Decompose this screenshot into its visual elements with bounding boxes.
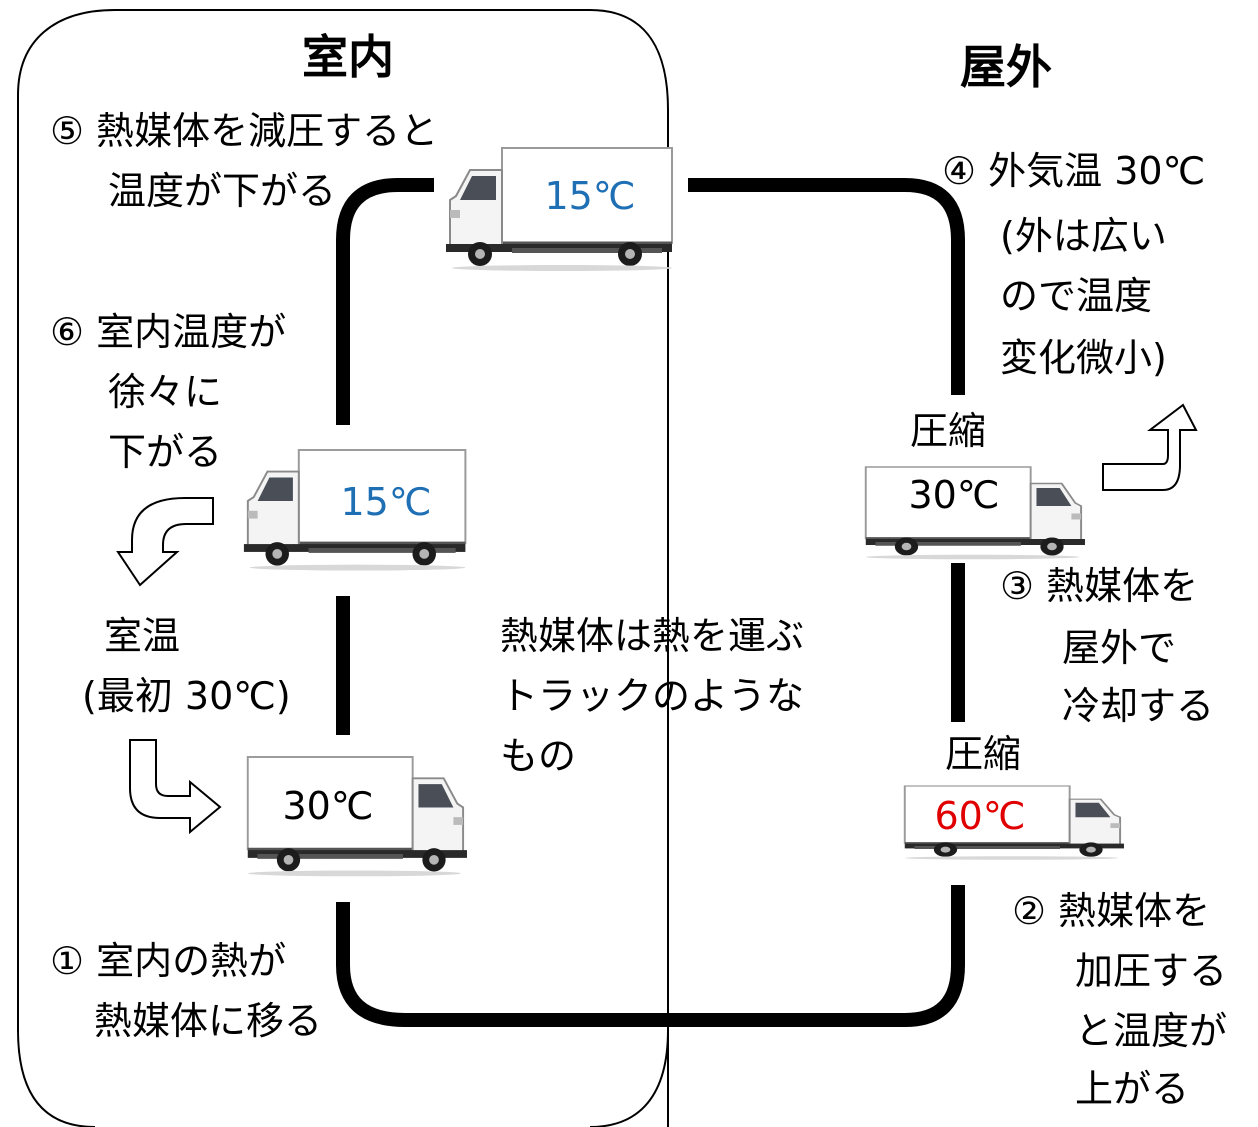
step4-line2: (外は広い <box>1000 214 1167 258</box>
arrow-out-icon <box>1102 403 1198 491</box>
step5-line1: ⑤ 熱媒体を減圧すると <box>50 109 439 153</box>
step3-line1: ③ 熱媒体を <box>1000 564 1199 608</box>
step2-line3: と温度が <box>1075 1009 1228 1053</box>
truck-mid-right-temp: 30℃ <box>908 473 1000 517</box>
step2-line1: ② 熱媒体を <box>1012 889 1211 933</box>
indoor-title: 室内 <box>302 30 394 84</box>
outdoor-title: 屋外 <box>960 40 1052 94</box>
step4-line3: ので温度 <box>1000 274 1153 318</box>
compress-label-upper: 圧縮 <box>910 409 987 453</box>
step3-line3: 冷却する <box>1062 684 1215 728</box>
step6-line3: 下がる <box>108 430 223 474</box>
truck-top-temp: 15℃ <box>544 174 636 218</box>
step1-line1: ① 室内の熱が <box>50 939 287 983</box>
arrow-down-left-icon <box>116 497 214 587</box>
room-temp-line1: 室温 <box>104 614 181 658</box>
truck-bottom-left-temp: 30℃ <box>282 784 374 828</box>
arrow-right-icon <box>129 739 222 835</box>
note-line3: もの <box>500 734 577 778</box>
step1-line2: 熱媒体に移る <box>94 999 323 1043</box>
step4-line1: ④ 外気温 30℃ <box>942 149 1206 193</box>
truck-bottom-right-temp: 60℃ <box>934 794 1026 838</box>
note-line1: 熱媒体は熱を運ぶ <box>500 614 805 658</box>
step6-line2: 徐々に <box>108 370 223 414</box>
step2-line4: 上がる <box>1075 1067 1190 1111</box>
step5-line2: 温度が下がる <box>108 169 337 213</box>
step4-line4: 変化微小) <box>1000 336 1167 380</box>
refrigerant-loop <box>336 178 965 1027</box>
step6-line1: ⑥ 室内温度が <box>50 310 287 354</box>
compress-label-lower: 圧縮 <box>945 732 1022 776</box>
step3-line2: 屋外で <box>1062 626 1177 670</box>
room-temp-line2: (最初 30℃) <box>82 674 291 718</box>
truck-mid-left-temp: 15℃ <box>340 480 432 524</box>
step2-line2: 加圧する <box>1075 949 1228 993</box>
note-line2: トラックのような <box>500 674 805 718</box>
indoor-region-border <box>17 9 669 1127</box>
